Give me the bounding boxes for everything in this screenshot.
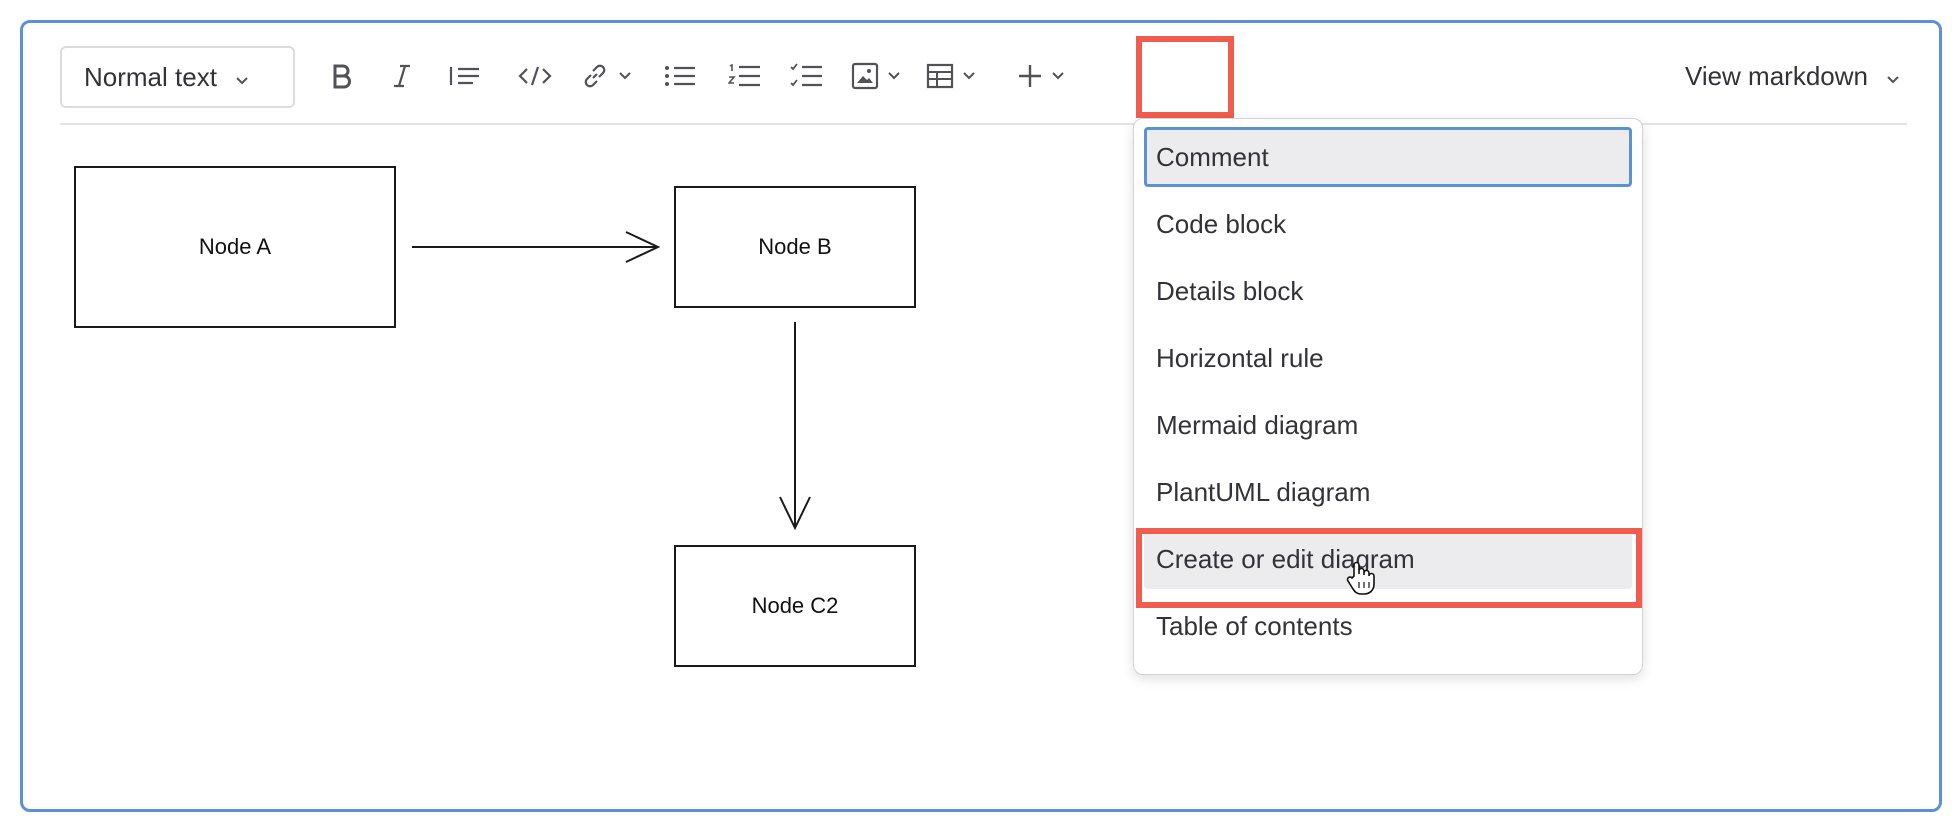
menu-item-plantuml-diagram[interactable]: PlantUML diagram	[1144, 462, 1632, 522]
menu-item-comment[interactable]: Comment	[1144, 127, 1632, 187]
menu-item-label: Horizontal rule	[1156, 342, 1324, 373]
menu-item-create-or-edit-diagram[interactable]: Create or edit diagram	[1144, 529, 1632, 589]
rich-text-editor: Normal text	[20, 20, 1942, 812]
toolbar-divider	[60, 123, 1907, 125]
numbered-list-icon	[728, 63, 762, 89]
menu-item-code-block[interactable]: Code block	[1144, 194, 1632, 254]
chevron-down-icon	[618, 71, 632, 81]
menu-item-label: Code block	[1156, 208, 1287, 239]
text-style-label: Normal text	[84, 61, 217, 92]
task-list-icon	[790, 63, 824, 89]
menu-item-label: Mermaid diagram	[1156, 409, 1359, 440]
menu-item-mermaid-diagram[interactable]: Mermaid diagram	[1144, 395, 1632, 455]
bullet-list-button[interactable]	[655, 50, 705, 102]
plus-icon	[1017, 63, 1043, 89]
chevron-down-icon	[962, 71, 976, 81]
menu-item-label: PlantUML diagram	[1156, 476, 1371, 507]
blockquote-button[interactable]	[440, 50, 490, 102]
italic-button[interactable]	[380, 50, 424, 102]
code-button[interactable]	[510, 50, 560, 102]
table-button[interactable]	[920, 50, 982, 102]
task-list-button[interactable]	[782, 50, 832, 102]
menu-item-label: Create or edit diagram	[1156, 543, 1415, 574]
italic-icon	[391, 63, 413, 89]
image-icon	[851, 62, 879, 90]
link-icon	[580, 61, 610, 91]
insert-more-button[interactable]	[1010, 50, 1072, 102]
link-button[interactable]	[575, 50, 637, 102]
view-markdown-dropdown[interactable]: View markdown	[1685, 50, 1900, 102]
chevron-down-icon	[235, 62, 249, 93]
bullet-list-icon	[663, 64, 697, 88]
image-button[interactable]	[845, 50, 907, 102]
menu-item-label: Details block	[1156, 275, 1304, 306]
chevron-down-icon	[887, 71, 901, 81]
table-icon	[926, 63, 954, 89]
menu-item-label: Comment	[1156, 141, 1269, 172]
chevron-down-icon	[1886, 61, 1900, 92]
menu-item-horizontal-rule[interactable]: Horizontal rule	[1144, 328, 1632, 388]
formatting-toolbar: Normal text	[60, 46, 1900, 108]
hand-cursor-icon	[1345, 560, 1375, 601]
insert-dropdown-menu: Comment Code block Details block Horizon…	[1133, 118, 1643, 675]
view-markdown-label: View markdown	[1684, 60, 1868, 91]
code-icon	[518, 64, 552, 88]
bold-button[interactable]	[320, 50, 364, 102]
menu-item-table-of-contents[interactable]: Table of contents	[1144, 596, 1632, 656]
chevron-down-icon	[1051, 71, 1065, 81]
bold-icon	[330, 63, 354, 89]
menu-item-label: Table of contents	[1156, 610, 1353, 641]
blockquote-icon	[448, 64, 482, 88]
menu-item-details-block[interactable]: Details block	[1144, 261, 1632, 321]
text-style-dropdown[interactable]: Normal text	[60, 46, 295, 108]
numbered-list-button[interactable]	[720, 50, 770, 102]
